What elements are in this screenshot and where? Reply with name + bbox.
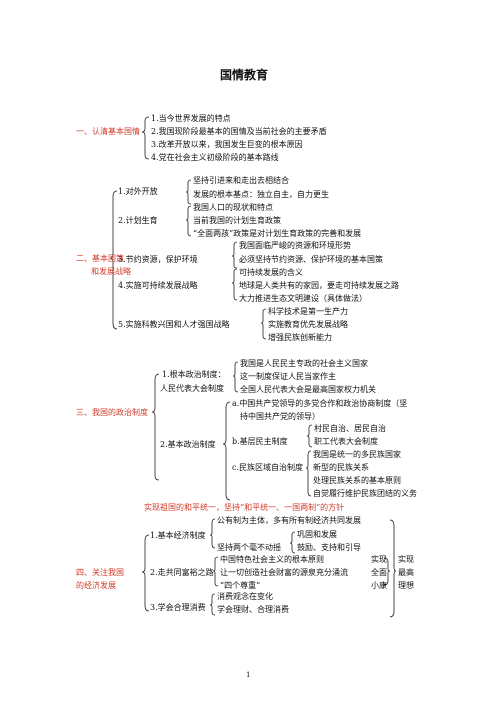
s4-point3-label: 3.学会合理消费 (150, 603, 206, 612)
s2-point4-sub: 大力推进生态文明建设（具体做法） (239, 294, 367, 303)
s2-point1-sub: 坚持引进来和走出去相结合 (193, 176, 289, 185)
s2-point4-sub: 可持续发展的含义 (239, 268, 303, 277)
section2-heading-line2: 和发展战略 (91, 267, 131, 276)
s3-point1-sub: 这一制度保证人民当家作主 (240, 372, 336, 381)
s3-point1-sub: 我国是人民民主专政的社会主义国家 (240, 359, 368, 368)
brace-s4 (141, 534, 150, 612)
s4-point1-sub: 公有制为主体，多有所有制经济共同发展 (217, 516, 361, 525)
s4-mid-right-char: 全面 (371, 568, 387, 577)
s4-mid-right-char: 实现 (371, 555, 387, 564)
section3-footer: 实现祖国的和平统一，坚持“和平统一、一国两制”的方针 (144, 503, 345, 512)
s1-item: 3.改革开放以来，我国发生巨变的根本原因 (151, 140, 303, 149)
section4-heading-line2: 的经济发展 (76, 581, 116, 590)
s3-point1-label-line1: 1.根本政治制度： (162, 370, 226, 379)
section3-heading: 三、我国的政治制度 (76, 408, 148, 417)
brace-right-far (389, 519, 397, 618)
s4-point3-sub: 学会理财、合理消费 (217, 605, 289, 614)
s2-point3-label: 3.节约资源，保护环境 (118, 255, 198, 264)
brace-s3 (151, 373, 160, 481)
s2-point3-sub: 必须坚持节约资源、保护环境的基本国策 (239, 255, 383, 264)
s3-point2-a-line1: a.中国共产党领导的多党合作和政治协商制度（坚 (232, 399, 408, 408)
s3-point1-sub: 全国人民代表大会是最高国家权力机关 (240, 385, 376, 394)
brace-s3-p1 (232, 361, 239, 393)
s3-point2-b-label: b.基层民主制度 (232, 437, 288, 446)
s2-point2-sub: 我国人口的现状和特点 (193, 203, 273, 212)
page-number: 1 (246, 671, 251, 679)
s3-point2-c-sub: 我国是统一的多民族国家 (313, 450, 401, 459)
s3-point2-c-sub: 新型的民族关系 (313, 463, 369, 472)
s4-point3-sub: 消费观念在变化 (217, 592, 273, 601)
s1-item: 2.我国现阶段最基本的国情及当前社会的主要矛盾 (151, 127, 327, 136)
s2-point5-sub: 实施教育优先发展战略 (268, 320, 348, 329)
s4-point1-label: 1.基本经济制度 (150, 531, 206, 540)
s3-point2-b-sub: 村民自治、居民自治 (314, 424, 386, 433)
section2-heading-line1: 二、基本国策 (76, 254, 124, 263)
brace-s4-p3 (209, 593, 216, 616)
brace-s2-p1 (185, 179, 192, 205)
brace-right-mid (383, 557, 391, 586)
s4-point2-sub: 中国特色社会主义的根本原则 (220, 555, 324, 564)
section1-heading: 一、认清基本国情 (76, 127, 140, 136)
brace-s4-p1-sub (289, 531, 296, 554)
s4-point2-sub: 让一切创造社会财富的源泉充分涌流 (220, 568, 348, 577)
s2-point5-sub: 增强民族创新能力 (268, 333, 332, 342)
s1-item: 4.党在社会主义初级阶段的基本路线 (151, 153, 279, 162)
brace-s2-p5 (260, 308, 267, 340)
s2-point2-sub: “全面两孩”政策是对计划生育政策的完善和发展 (193, 229, 362, 238)
brace-s1 (141, 116, 150, 160)
s4-far-right-char: 实现 (398, 555, 414, 564)
brace-s2-p2 (185, 205, 192, 237)
s2-point1-label: 1.对外开放 (118, 187, 158, 196)
brace-s4-p2 (212, 556, 219, 587)
s2-point2-label: 2.计划生育 (118, 216, 158, 225)
s4-point1-sub: 鼓励、支持和引导 (297, 543, 361, 552)
brace-s2-p4 (231, 268, 238, 301)
s2-point4-sub: 地球是人类共有的家园，要走可持续发展之路 (239, 281, 399, 290)
s2-point5-label: 5.实施科教兴国和人才强国战略 (118, 320, 230, 329)
s4-point1-sub: 巩固和发展 (297, 530, 337, 539)
s2-point2-sub: 当前我国的计划生育政策 (193, 216, 281, 225)
s3-point2-a-line2: 持中国共产党的领导） (240, 412, 320, 421)
brace-s2-p3 (231, 241, 238, 269)
s3-point2-c-label: c.民族区域自治制度 (232, 463, 304, 472)
s4-far-right-char: 理想 (398, 581, 414, 590)
brace-s3-p2-c (305, 450, 312, 497)
s4-mid-right-char: 小康 (371, 581, 387, 590)
s2-point4-label: 4.实施可持续发展战略 (118, 281, 198, 290)
s2-point3-sub: 我国面临严峻的资源和环境形势 (239, 241, 351, 250)
brace-s3-p2-b (306, 424, 313, 448)
s2-point1-sub: 发展的根本基点：独立自主，自力更生 (193, 190, 329, 199)
s1-item: 1.当今世界发展的特点 (151, 114, 231, 123)
brace-s3-p2 (222, 401, 231, 501)
s3-point1-label-line2: 人民代表大会制度 (160, 384, 224, 393)
s4-point2-sub: “四个尊重” (220, 581, 261, 590)
s3-point2-label: 2.基本政治制度 (160, 440, 216, 449)
brace-s2 (109, 190, 118, 330)
s2-point5-sub: 科学技术是第一生产力 (268, 307, 348, 316)
s4-point2-label: 2.走共同富裕之路 (150, 568, 214, 577)
section4-heading-line1: 四、关注我国 (76, 568, 124, 577)
s3-point2-b-sub: 职工代表大会制度 (314, 437, 378, 446)
page-title: 国情教育 (220, 68, 269, 82)
s4-far-right-char: 最高 (398, 568, 414, 577)
s4-point1-sub3-label: 坚持两个毫不动摇 (217, 543, 281, 552)
s3-point2-c-sub: 处理民族关系的基本原则 (313, 476, 401, 485)
s3-point2-c-sub: 自觉履行维护民族团结的义务 (313, 489, 417, 498)
brace-s4-p1 (209, 518, 216, 549)
